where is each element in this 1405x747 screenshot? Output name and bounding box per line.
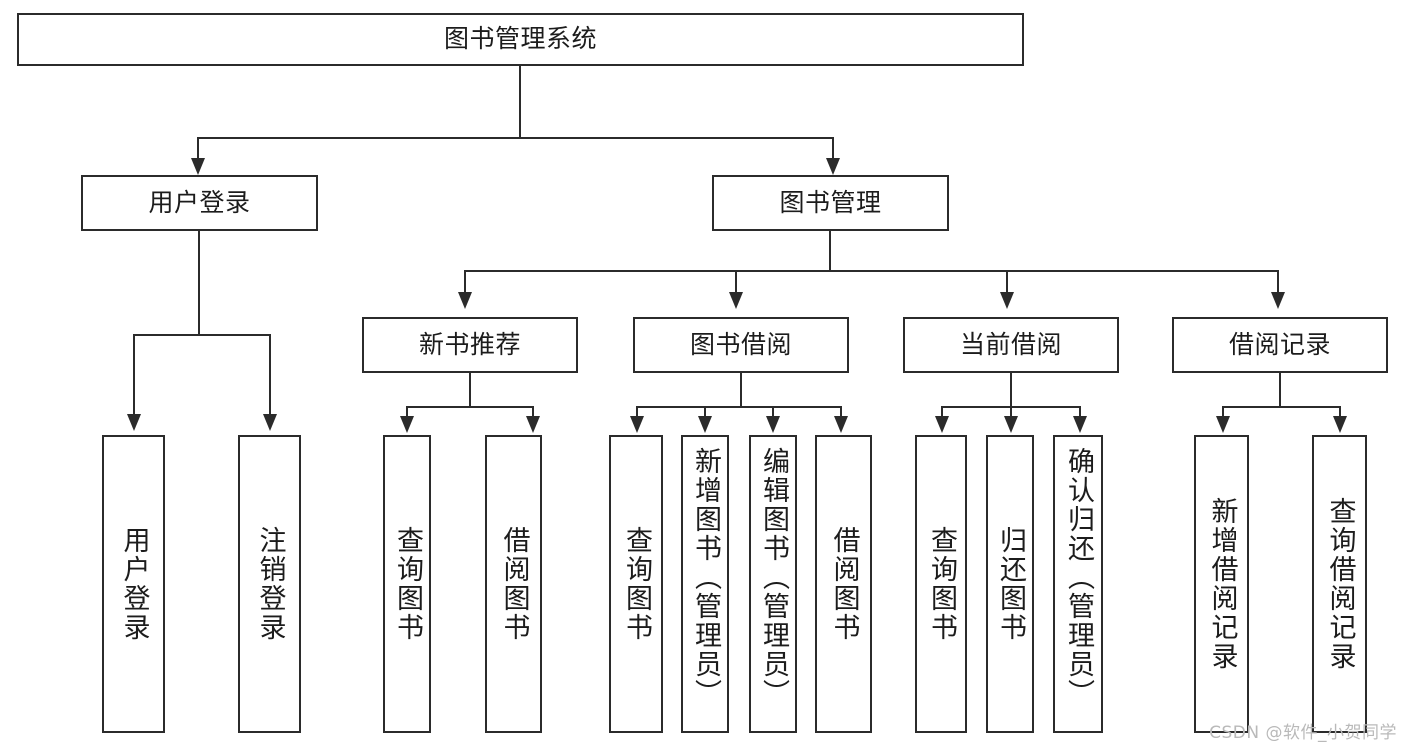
connector-level1-drop-book xyxy=(832,137,834,161)
node-leaf-query-book-3[interactable]: 查询图书 xyxy=(915,435,967,733)
connector-user-login-stem xyxy=(198,231,200,335)
connector-record-bus xyxy=(1222,406,1339,408)
node-leaf-add-book-label: 新增图书（管理员） xyxy=(689,447,721,708)
connector-record-drop-1 xyxy=(1222,406,1224,418)
node-book-manage-label: 图书管理 xyxy=(779,187,882,217)
connector-root-stem xyxy=(519,66,521,138)
arrowhead-leaf-query-book-2 xyxy=(630,416,644,433)
arrowhead-leaf-user-login xyxy=(127,414,141,431)
arrowhead-current-borrow xyxy=(1000,292,1014,309)
node-leaf-borrow-book-1[interactable]: 借阅图书 xyxy=(485,435,542,733)
node-leaf-query-record[interactable]: 查询借阅记录 xyxy=(1312,435,1367,733)
connector-recommend-drop-1 xyxy=(406,406,408,418)
arrowhead-leaf-confirm-return xyxy=(1073,416,1087,433)
connector-user-login-bus xyxy=(133,334,271,336)
connector-user-login-drop-1 xyxy=(133,334,135,416)
arrowhead-leaf-add-record xyxy=(1216,416,1230,433)
connector-borrow-drop-1 xyxy=(636,406,638,418)
node-borrow-record[interactable]: 借阅记录 xyxy=(1172,317,1388,373)
node-leaf-query-record-label: 查询借阅记录 xyxy=(1324,497,1356,671)
node-leaf-query-book-1-label: 查询图书 xyxy=(391,526,423,642)
node-leaf-return-book[interactable]: 归还图书 xyxy=(986,435,1034,733)
node-leaf-confirm-return[interactable]: 确认归还（管理员） xyxy=(1053,435,1103,733)
connector-level2-bus xyxy=(464,270,1278,272)
connector-record-stem xyxy=(1279,373,1281,408)
connector-recommend-stem xyxy=(469,373,471,408)
connector-recommend-drop-2 xyxy=(532,406,534,418)
node-leaf-query-book-1[interactable]: 查询图书 xyxy=(383,435,431,733)
node-leaf-confirm-return-label: 确认归还（管理员） xyxy=(1062,447,1094,708)
node-leaf-query-book-2-label: 查询图书 xyxy=(620,526,652,642)
node-leaf-user-login[interactable]: 用户登录 xyxy=(102,435,165,733)
arrowhead-book-borrow xyxy=(729,292,743,309)
node-leaf-borrow-book-2[interactable]: 借阅图书 xyxy=(815,435,872,733)
node-leaf-query-book-3-label: 查询图书 xyxy=(925,526,957,642)
node-leaf-user-login-label: 用户登录 xyxy=(118,526,150,642)
arrowhead-user-login xyxy=(191,158,205,175)
connector-borrow-drop-2 xyxy=(704,406,706,418)
node-new-book-recommend-label: 新书推荐 xyxy=(418,329,521,359)
connector-record-drop-2 xyxy=(1339,406,1341,418)
connector-user-login-drop-2 xyxy=(269,334,271,416)
connector-borrow-drop-3 xyxy=(772,406,774,418)
connector-level2-drop-borrow xyxy=(735,270,737,294)
connector-level2-drop-current xyxy=(1006,270,1008,294)
connector-book-manage-stem xyxy=(829,231,831,272)
connector-borrow-bus xyxy=(636,406,840,408)
connector-current-drop-2 xyxy=(1010,406,1012,418)
connector-borrow-drop-4 xyxy=(840,406,842,418)
arrowhead-leaf-edit-book xyxy=(766,416,780,433)
node-leaf-borrow-book-2-label: 借阅图书 xyxy=(828,526,860,642)
node-book-borrow[interactable]: 图书借阅 xyxy=(633,317,849,373)
connector-current-stem xyxy=(1010,373,1012,408)
connector-current-drop-1 xyxy=(941,406,943,418)
connector-borrow-stem xyxy=(740,373,742,408)
connector-level1-drop-user xyxy=(197,137,199,161)
arrowhead-leaf-query-record xyxy=(1333,416,1347,433)
arrowhead-borrow-record xyxy=(1271,292,1285,309)
node-book-manage[interactable]: 图书管理 xyxy=(712,175,949,231)
connector-level1-bus xyxy=(197,137,833,139)
node-current-borrow[interactable]: 当前借阅 xyxy=(903,317,1119,373)
node-book-borrow-label: 图书借阅 xyxy=(689,329,792,359)
arrowhead-leaf-query-book-3 xyxy=(935,416,949,433)
node-leaf-return-book-label: 归还图书 xyxy=(994,526,1026,642)
arrowhead-book-manage xyxy=(826,158,840,175)
node-user-login-label: 用户登录 xyxy=(148,187,251,217)
node-current-borrow-label: 当前借阅 xyxy=(959,329,1062,359)
connector-level2-drop-recommend xyxy=(464,270,466,294)
connector-level2-drop-record xyxy=(1277,270,1279,294)
arrowhead-leaf-add-book xyxy=(698,416,712,433)
node-new-book-recommend[interactable]: 新书推荐 xyxy=(362,317,578,373)
node-leaf-edit-book[interactable]: 编辑图书（管理员） xyxy=(749,435,797,733)
connector-current-drop-3 xyxy=(1079,406,1081,418)
watermark-text: CSDN @软件_小贺同学 xyxy=(1209,723,1397,743)
node-leaf-logout-label: 注销登录 xyxy=(254,526,286,642)
connector-recommend-bus xyxy=(406,406,534,408)
node-borrow-record-label: 借阅记录 xyxy=(1228,329,1331,359)
node-leaf-edit-book-label: 编辑图书（管理员） xyxy=(757,447,789,708)
node-root-label: 图书管理系统 xyxy=(443,24,597,54)
arrowhead-leaf-query-book-1 xyxy=(400,416,414,433)
node-leaf-query-book-2[interactable]: 查询图书 xyxy=(609,435,663,733)
node-leaf-add-record-label: 新增借阅记录 xyxy=(1206,497,1238,671)
node-root[interactable]: 图书管理系统 xyxy=(17,13,1024,66)
node-leaf-add-book[interactable]: 新增图书（管理员） xyxy=(681,435,729,733)
node-user-login[interactable]: 用户登录 xyxy=(81,175,318,231)
node-leaf-logout[interactable]: 注销登录 xyxy=(238,435,301,733)
arrowhead-leaf-borrow-book-2 xyxy=(834,416,848,433)
node-leaf-borrow-book-1-label: 借阅图书 xyxy=(498,526,530,642)
node-leaf-add-record[interactable]: 新增借阅记录 xyxy=(1194,435,1249,733)
arrowhead-leaf-borrow-book-1 xyxy=(526,416,540,433)
arrowhead-new-book-recommend xyxy=(458,292,472,309)
arrowhead-leaf-logout xyxy=(263,414,277,431)
arrowhead-leaf-return-book xyxy=(1004,416,1018,433)
